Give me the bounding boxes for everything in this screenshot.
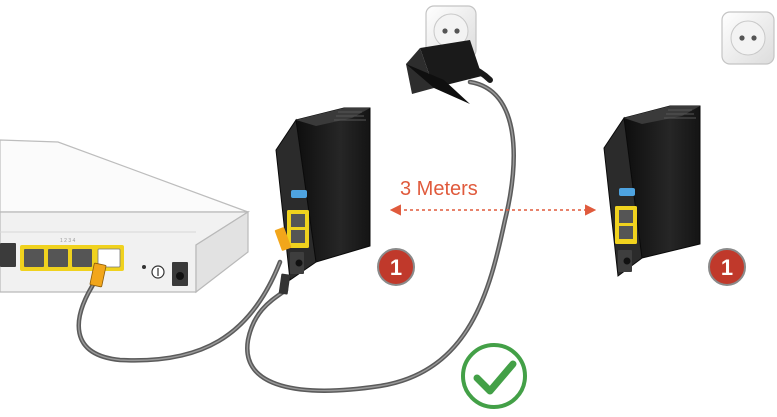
step-badge-left-label: 1: [390, 255, 402, 280]
step-badge-left: 1: [378, 249, 414, 285]
powerline-adapter-left: [275, 108, 370, 295]
wall-socket-icon: [722, 12, 774, 64]
power-button-icon: [619, 188, 635, 196]
distance-label: 3 Meters: [400, 178, 478, 200]
svg-text:1 2 3 4: 1 2 3 4: [60, 238, 76, 244]
step-badge-right: 1: [709, 249, 745, 285]
router: 1 2 3 4: [0, 140, 248, 292]
power-adapter-icon: [406, 40, 490, 104]
power-button-icon: [291, 190, 307, 198]
check-mark-icon: [463, 345, 525, 407]
step-badge-right-label: 1: [721, 255, 733, 280]
powerline-adapter-right: [604, 106, 700, 276]
